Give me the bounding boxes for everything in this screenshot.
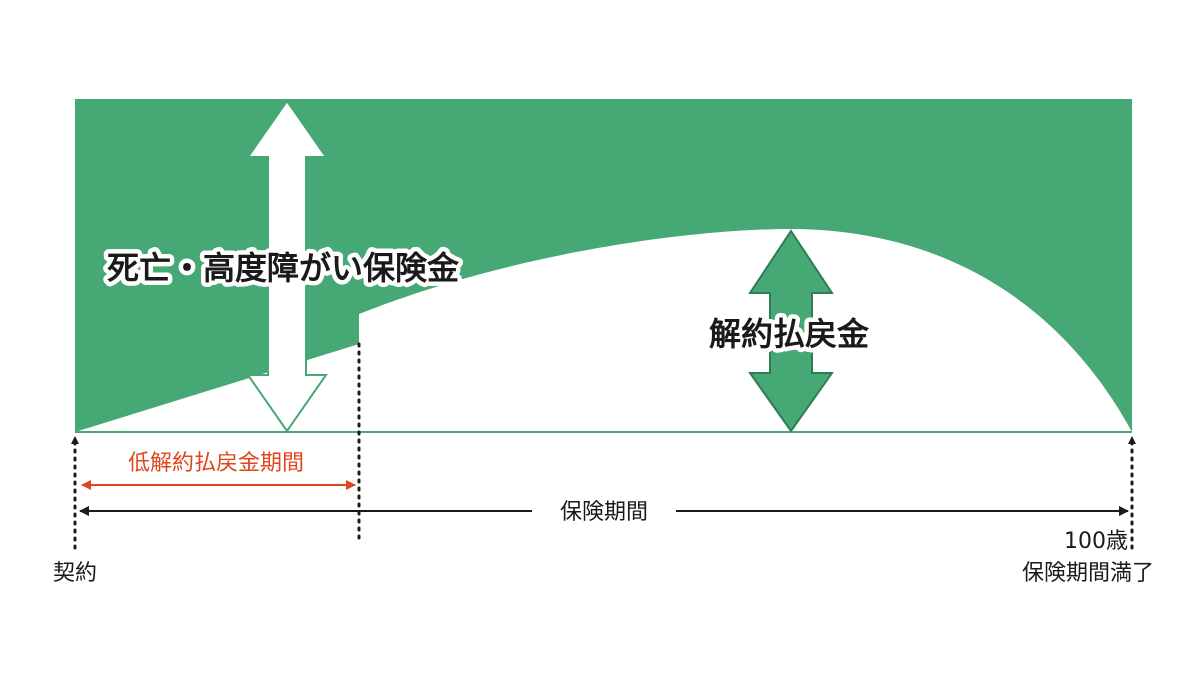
contract-label: 契約 <box>53 561 97 586</box>
coverage-end-label: 保険期間満了 <box>1022 561 1154 586</box>
surrender-value-curve <box>75 229 1132 432</box>
surrender-value-double-arrow <box>748 229 834 433</box>
coverage-period-label: 保険期間 <box>560 500 648 525</box>
age-end-label: 100歳 <box>1064 529 1128 554</box>
surrender-value-label: 解約払戻金 <box>709 315 870 353</box>
death-benefit-double-arrow <box>246 99 328 433</box>
low-surrender-period-label: 低解約払戻金期間 <box>128 451 304 476</box>
death-benefit-label: 死亡・高度障がい保険金 <box>107 249 460 287</box>
